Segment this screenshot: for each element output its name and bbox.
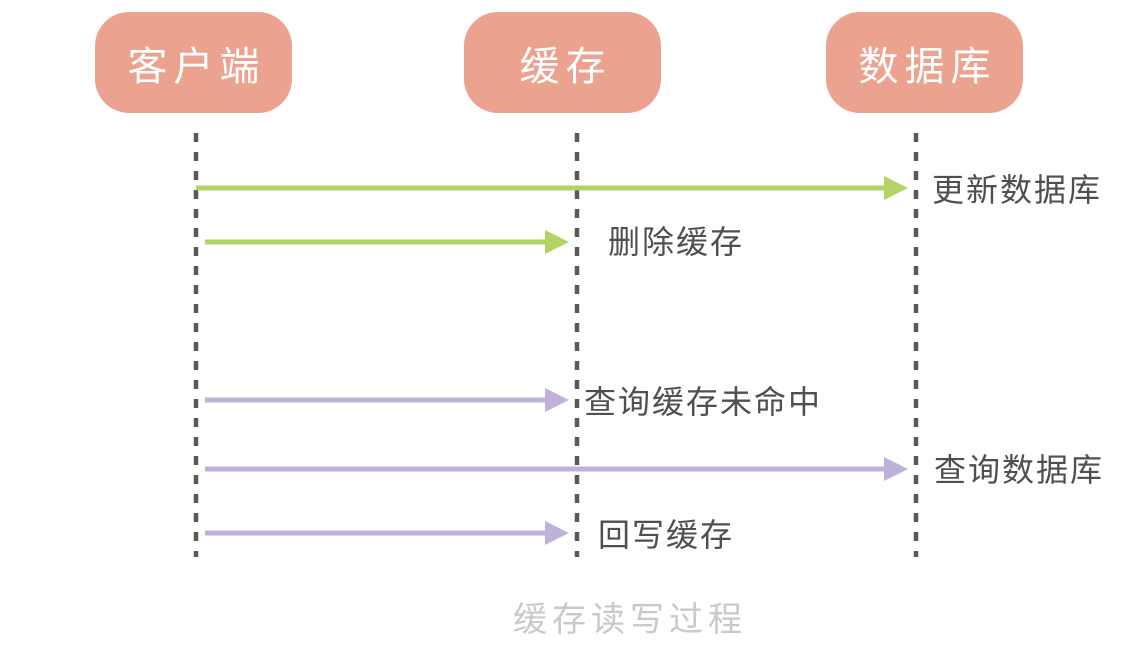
message-label-update-database: 更新数据库 [932, 171, 1103, 209]
diagram-caption: 缓存读写过程 [513, 600, 747, 640]
arrowhead-cache-miss-icon [545, 388, 569, 412]
arrowhead-delete-cache-icon [545, 230, 569, 254]
actor-box-database: 数据库 [826, 12, 1023, 113]
arrowhead-update-database-icon [884, 176, 908, 200]
message-label-writeback-cache: 回写缓存 [598, 516, 735, 554]
message-label-delete-cache: 删除缓存 [608, 223, 745, 261]
arrowhead-query-database-icon [884, 457, 908, 481]
actor-label-database: 数据库 [858, 43, 997, 90]
actor-label-client: 客户端 [127, 43, 266, 90]
actor-box-client: 客户端 [95, 12, 292, 113]
message-label-query-database: 查询数据库 [934, 451, 1105, 489]
message-label-cache-miss: 查询缓存未命中 [584, 383, 823, 421]
arrowhead-writeback-cache-icon [545, 521, 569, 545]
actor-box-cache: 缓存 [464, 12, 661, 113]
actor-label-cache: 缓存 [519, 43, 612, 90]
